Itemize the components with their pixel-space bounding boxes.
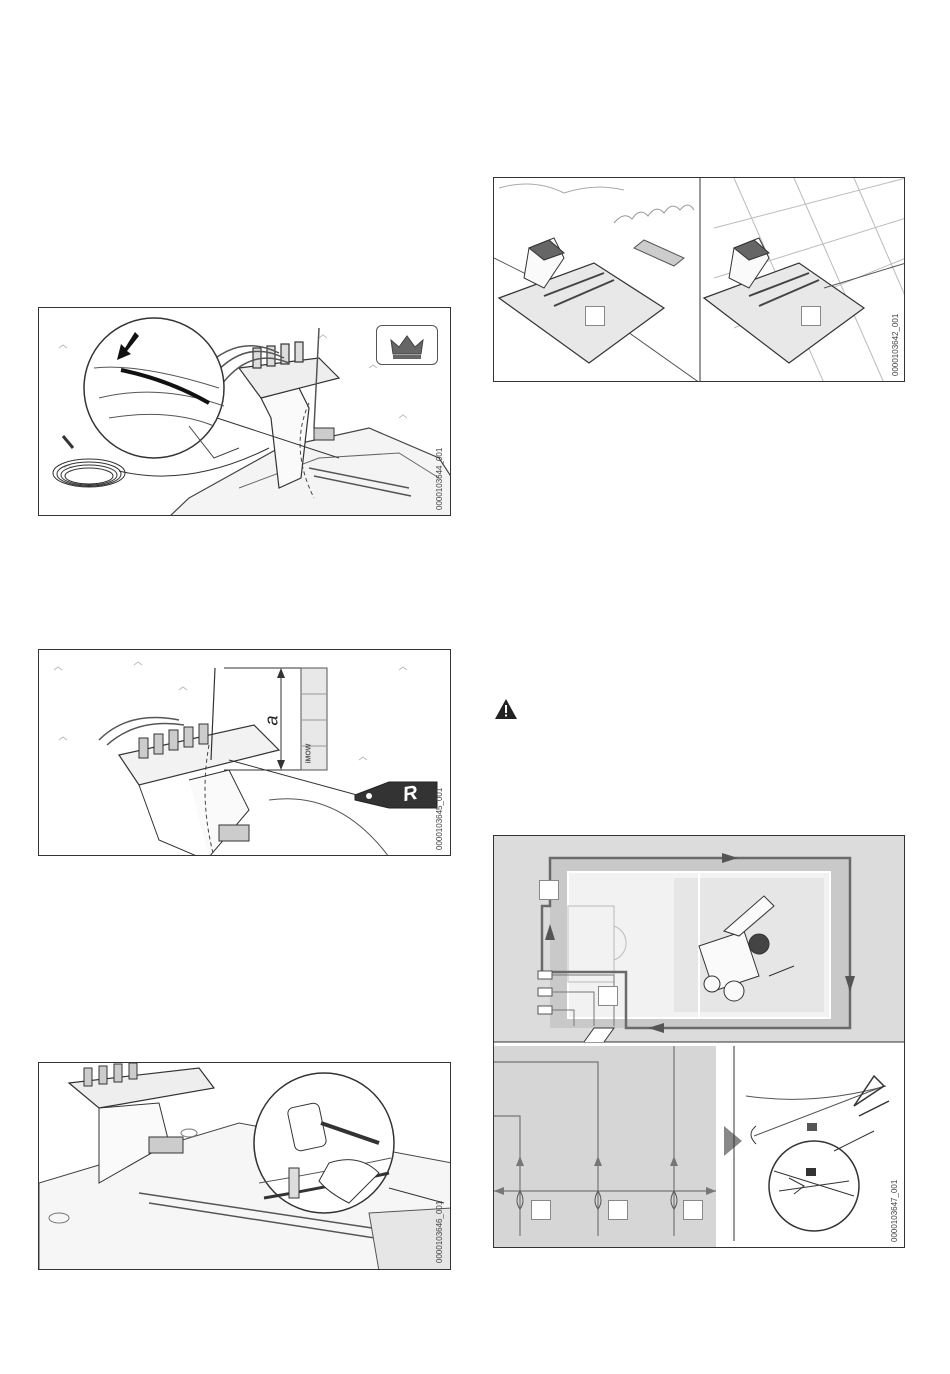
figure-code: 0000103646_001 <box>435 1201 444 1263</box>
figure-cable-length: a iMOW R 0000103645_001 <box>38 649 451 856</box>
callout-box <box>598 986 618 1006</box>
premium-badge <box>376 325 438 365</box>
ruler-label: iMOW <box>305 744 312 764</box>
figure-cable-in-station: 0000103644_001 <box>38 307 451 516</box>
figure-code: 0000103642_001 <box>891 314 900 376</box>
callout-box <box>608 1200 628 1220</box>
callout-box <box>801 306 821 326</box>
callout-box <box>539 880 559 900</box>
figure-code: 0000103647_001 <box>890 1180 899 1242</box>
warning-triangle-icon <box>494 698 518 720</box>
figure-code: 0000103644_001 <box>435 448 444 510</box>
callout-box <box>683 1200 703 1220</box>
figure-code: 0000103645_001 <box>435 788 444 850</box>
callout-box <box>531 1200 551 1220</box>
figure-station-placement: 0000103642_001 <box>493 177 905 382</box>
dimension-label-a: a <box>262 715 283 725</box>
figure-peg-hammer: 0000103646_001 <box>38 1062 451 1270</box>
figure-boundary-wire-layout: 0000103647_001 <box>493 835 905 1248</box>
crown-icon <box>377 326 437 364</box>
callout-box <box>585 306 605 326</box>
